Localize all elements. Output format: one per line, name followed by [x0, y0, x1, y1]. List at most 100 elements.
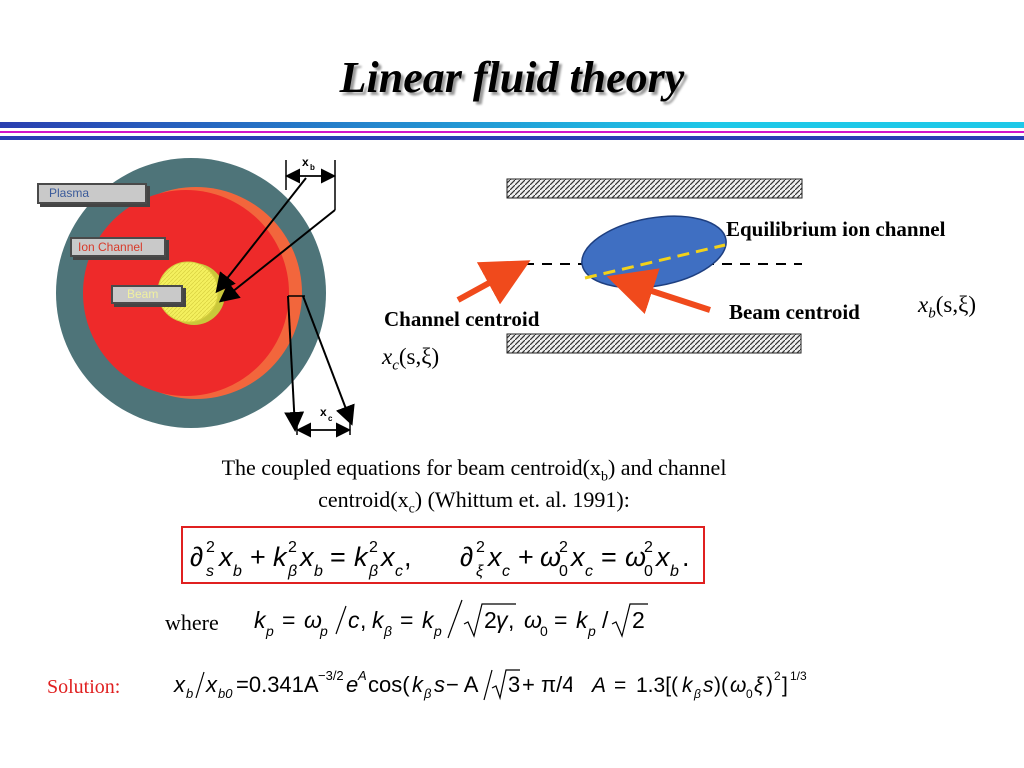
svg-text:]: ]: [782, 674, 788, 697]
svg-text:b: b: [186, 686, 193, 701]
xb-label-sub: b: [310, 163, 315, 172]
xb-pointer-arrow: [215, 177, 307, 294]
solution-parameter-equation: A = 1.3[( k β s )( ω 0 ξ ) 2 ] 1/3: [590, 669, 807, 701]
svg-text:0: 0: [746, 687, 753, 701]
svg-text:β: β: [423, 686, 432, 701]
svg-text:1/3: 1/3: [790, 669, 807, 683]
xb-label: x: [302, 155, 309, 169]
svg-text:b: b: [670, 563, 679, 580]
svg-text:b: b: [314, 563, 323, 580]
svg-text:β: β: [383, 623, 392, 639]
svg-text:ω: ω: [625, 542, 646, 572]
svg-text:=: =: [282, 607, 295, 633]
svg-text:x: x: [486, 542, 503, 572]
svg-text:2: 2: [476, 539, 485, 556]
title-underline-magenta: [0, 131, 1024, 133]
svg-text:+: +: [250, 542, 266, 572]
svg-text:=: =: [330, 542, 346, 572]
svg-text:A: A: [357, 668, 367, 683]
svg-text:2: 2: [206, 539, 215, 556]
description-line-2: centroid(xc) (Whittum et. al. 1991):: [318, 487, 630, 517]
svg-text:=: =: [614, 674, 626, 697]
coupled-equations: ∂ 2 s x b + k 2 β x b = k 2 β x c , ∂ 2 …: [190, 539, 690, 580]
svg-text:cos(: cos(: [368, 672, 410, 697]
svg-text:e: e: [346, 672, 358, 697]
svg-text:0: 0: [644, 563, 653, 580]
title-underline-blue: [0, 136, 1024, 140]
xc-pointer-arrow: [284, 295, 305, 432]
svg-text:k: k: [273, 542, 288, 572]
svg-text:=: =: [400, 607, 413, 633]
svg-text:β: β: [368, 563, 378, 580]
svg-text:b0: b0: [218, 686, 233, 701]
where-label: where: [165, 610, 219, 635]
beam-centroid-arrow: [606, 268, 711, 314]
svg-text:k: k: [372, 607, 385, 633]
svg-text:0: 0: [540, 623, 548, 639]
svg-text:s: s: [434, 672, 445, 697]
svg-text:ω: ω: [540, 542, 561, 572]
xc-label-sub: c: [328, 414, 333, 423]
svg-text:c: c: [395, 563, 403, 580]
svg-text:,: ,: [360, 607, 366, 633]
svg-text:x: x: [569, 542, 586, 572]
svg-text:,: ,: [508, 607, 514, 633]
beam-centroid-expression: xb(s,ξ): [918, 292, 976, 322]
svg-text:+: +: [518, 542, 534, 572]
svg-text:,: ,: [404, 542, 412, 572]
plasma-label: Plasma: [37, 183, 147, 204]
svg-text:2: 2: [559, 539, 568, 556]
svg-text:k: k: [354, 542, 369, 572]
svg-text:ξ: ξ: [754, 674, 765, 697]
svg-text:s: s: [206, 563, 214, 580]
solution-equation: x b x b0 =0.341A −3/2 e A cos( k β s − A…: [173, 668, 572, 701]
svg-text:.: .: [682, 542, 690, 572]
beam-channel-diagram: [456, 178, 803, 354]
svg-text:=: =: [554, 607, 567, 633]
svg-text:k: k: [254, 607, 267, 633]
channel-centroid-label: Channel centroid: [384, 307, 540, 331]
channel-centroid-arrow: [456, 260, 531, 305]
svg-text:s: s: [703, 674, 714, 697]
svg-text:c: c: [585, 563, 593, 580]
svg-text:β: β: [287, 563, 297, 580]
slide-title: Linear fluid theory: [339, 53, 685, 102]
svg-text:0: 0: [559, 563, 568, 580]
svg-text:ω: ω: [524, 607, 542, 633]
svg-text:p: p: [587, 623, 596, 639]
svg-text:1.3[(: 1.3[(: [636, 674, 678, 697]
solution-label: Solution:: [47, 676, 121, 698]
svg-text:2: 2: [632, 607, 645, 633]
upper-plasma-wall: [506, 178, 803, 199]
svg-text:x: x: [217, 542, 234, 572]
title-underline-gradient: [0, 122, 1024, 128]
svg-text:2: 2: [644, 539, 653, 556]
beam-centroid-label: Beam centroid: [729, 300, 860, 324]
beam-ellipse: [581, 215, 727, 289]
svg-text:=: =: [601, 542, 617, 572]
svg-text:2: 2: [484, 607, 497, 633]
svg-text:k: k: [576, 607, 589, 633]
svg-text:p: p: [433, 623, 442, 639]
svg-text:∂: ∂: [190, 542, 203, 572]
svg-text:c: c: [348, 607, 360, 633]
svg-text:x: x: [205, 672, 218, 697]
svg-text:3: 3: [508, 672, 520, 697]
svg-text:=0.341A: =0.341A: [236, 672, 319, 697]
lower-plasma-wall: [506, 333, 802, 354]
svg-text:−3/2: −3/2: [318, 668, 344, 683]
svg-text:x: x: [173, 672, 186, 697]
svg-text:p: p: [319, 623, 328, 639]
svg-text:k: k: [412, 672, 424, 697]
svg-text:): ): [766, 674, 773, 697]
svg-text:− A: − A: [446, 672, 479, 697]
svg-text:2: 2: [774, 669, 781, 683]
coupled-equations-box: [181, 526, 705, 584]
xc-label: x: [320, 405, 327, 419]
svg-text:∂: ∂: [460, 542, 473, 572]
channel-centroid-expression: xc(s,ξ): [382, 344, 440, 374]
svg-text:β: β: [693, 687, 701, 701]
svg-text:x: x: [654, 542, 671, 572]
description-line-1: The coupled equations for beam centroid(…: [221, 455, 727, 485]
equilibrium-ion-channel-label: Equilibrium ion channel: [726, 217, 946, 241]
